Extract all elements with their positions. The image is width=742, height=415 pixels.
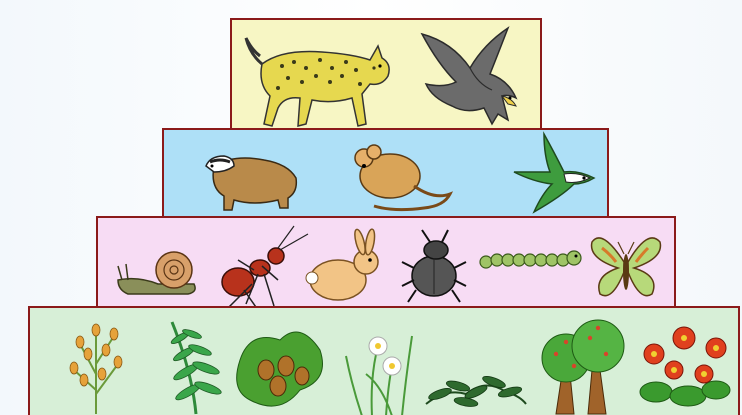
rabbit-icon	[306, 228, 378, 300]
yellow-flowering-plant-icon	[70, 324, 122, 414]
fern-icon	[170, 322, 223, 414]
pyramid-tier-base	[28, 306, 740, 415]
red-flowers-icon	[640, 327, 730, 406]
tier-third-illustrations	[98, 218, 674, 306]
snail-icon	[118, 252, 195, 294]
daisies-icon	[346, 336, 412, 415]
tier-top-illustrations	[232, 20, 540, 128]
tier-second-illustrations	[164, 130, 607, 216]
mouse-icon	[355, 145, 450, 210]
low-shrub-icon	[426, 374, 526, 408]
tier-base-illustrations	[30, 308, 738, 415]
pyramid-tier-second	[162, 128, 609, 218]
oak-branch-acorns-icon	[237, 332, 323, 406]
swallow-icon	[514, 134, 594, 212]
pyramid-tier-top	[230, 18, 542, 130]
beetle-icon	[402, 230, 466, 302]
lynx-icon	[246, 38, 389, 126]
butterfly-icon	[592, 238, 661, 296]
trees-icon	[542, 320, 624, 414]
ant-icon	[222, 226, 308, 306]
caterpillar-icon	[480, 251, 581, 268]
badger-icon	[206, 156, 296, 210]
eagle-icon	[422, 28, 516, 124]
pyramid-tier-third	[96, 216, 676, 308]
